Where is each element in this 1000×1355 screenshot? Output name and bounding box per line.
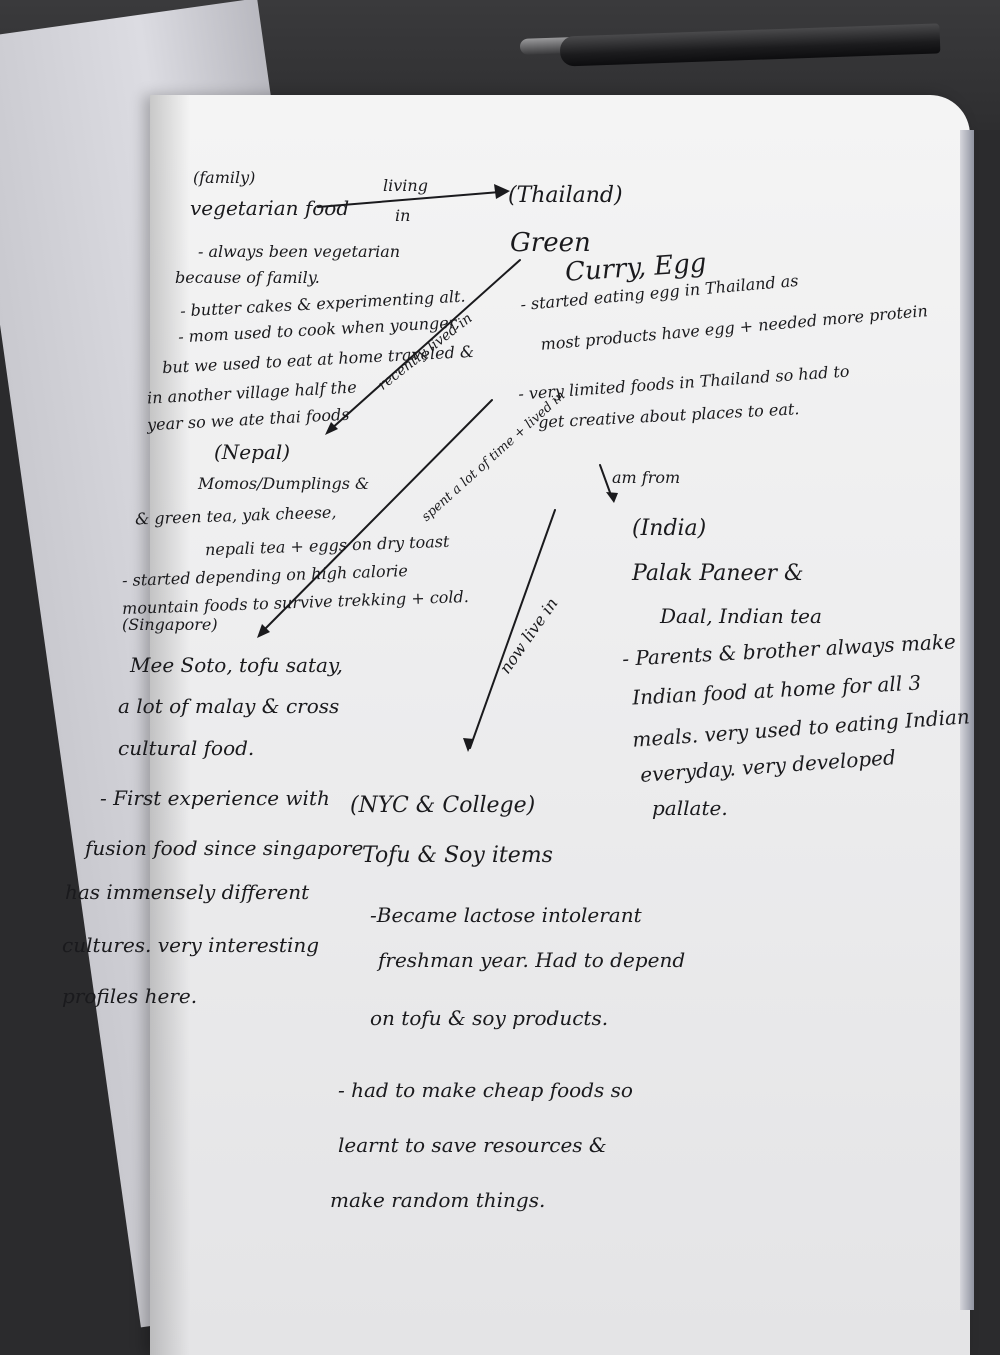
india-note-1: Palak Paneer & bbox=[632, 561, 804, 586]
nepal-note-1: Momos/Dumplings & bbox=[198, 474, 370, 493]
nyc-note-4: on tofu & soy products. bbox=[370, 1006, 609, 1030]
arrow-spent-time bbox=[261, 399, 493, 633]
notebook-right-page bbox=[150, 95, 970, 1355]
nyc-note-3: freshman year. Had to depend bbox=[378, 948, 686, 972]
singapore-note-7: cultures. very interesting bbox=[62, 933, 320, 957]
notebook-gutter-shadow bbox=[150, 95, 190, 1355]
living-label: living bbox=[383, 176, 428, 195]
singapore-title: (Singapore) bbox=[122, 615, 218, 634]
arrowhead-nyc bbox=[463, 738, 474, 752]
singapore-note-3: cultural food. bbox=[118, 736, 255, 760]
singapore-note-6: has immensely different bbox=[65, 880, 310, 904]
arrow-living-in bbox=[317, 191, 501, 208]
arrow-now-live-in bbox=[469, 509, 556, 749]
india-note-2: Daal, Indian tea bbox=[660, 604, 822, 628]
singapore-note-1: Mee Soto, tofu satay, bbox=[130, 653, 343, 677]
arrow-recently-lived-in bbox=[329, 259, 521, 431]
am-from-label: am from bbox=[612, 468, 681, 487]
arrowhead-thailand bbox=[494, 184, 510, 199]
nyc-note-6: learnt to save resources & bbox=[338, 1133, 607, 1157]
nyc-title: (NYC & College) bbox=[350, 793, 536, 818]
left-note-1: - always been vegetarian bbox=[198, 242, 401, 261]
thailand-title: (Thailand) bbox=[508, 183, 623, 208]
family-label: (family) bbox=[193, 168, 256, 187]
india-note-7: pallate. bbox=[652, 796, 728, 820]
nepal-title: (Nepal) bbox=[214, 440, 291, 464]
singapore-note-4: - First experience with bbox=[100, 786, 330, 810]
left-note-2: because of family. bbox=[175, 268, 320, 287]
nyc-note-1: Tofu & Soy items bbox=[362, 843, 553, 868]
singapore-note-2: a lot of malay & cross bbox=[118, 694, 340, 718]
arrowhead-singapore bbox=[257, 624, 270, 638]
nyc-note-5: - had to make cheap foods so bbox=[338, 1078, 633, 1102]
notebook-page-edge bbox=[960, 130, 974, 1310]
singapore-note-5: fusion food since singapore bbox=[85, 836, 364, 860]
arrowhead-nepal bbox=[325, 422, 338, 435]
arrowhead-india bbox=[606, 492, 618, 503]
in-label: in bbox=[395, 206, 411, 225]
vegetarian-food: vegetarian food bbox=[190, 196, 350, 220]
india-title: (India) bbox=[632, 516, 707, 541]
nyc-note-7: make random things. bbox=[330, 1188, 546, 1212]
nyc-note-2: -Became lactose intolerant bbox=[370, 903, 642, 927]
green-label: Green bbox=[510, 228, 591, 258]
singapore-note-8: profiles here. bbox=[62, 984, 198, 1008]
